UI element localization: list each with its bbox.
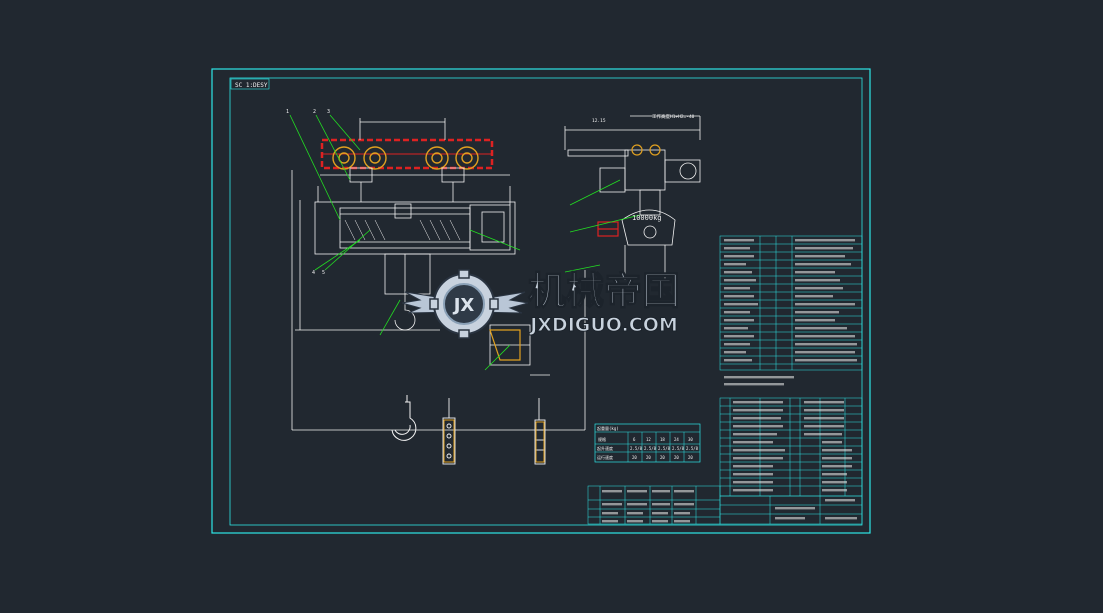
callout-5: 5 bbox=[322, 270, 325, 276]
spec-table bbox=[719, 235, 863, 371]
watermark-gear-icon: JX bbox=[429, 269, 499, 339]
load-row-0-c5: 2.5/8 bbox=[686, 446, 699, 451]
load-header-3: 18 bbox=[660, 437, 665, 442]
load-row-1-c3: 20 bbox=[660, 455, 665, 460]
scale-label-box bbox=[230, 78, 270, 90]
load-row-0-c3: 2.5/8 bbox=[658, 446, 671, 451]
parts-list bbox=[719, 397, 863, 497]
trolley-wheels bbox=[332, 146, 479, 170]
load-row-0-c1: 2.5/8 bbox=[630, 446, 643, 451]
load-table: 起重量(kg) 规格 6 12 18 24 30 起升速度 2.5/8 2.5/… bbox=[594, 423, 701, 463]
load-row-1-c5: 20 bbox=[688, 455, 693, 460]
dim-top-right: 工作高度H1+H2=-40 bbox=[652, 113, 695, 120]
load-row-1-c4: 20 bbox=[674, 455, 679, 460]
hook-detail bbox=[391, 395, 417, 441]
load-row-0-c4: 2.5/8 bbox=[672, 446, 685, 451]
load-header-0: 规格 bbox=[598, 436, 606, 442]
watermark-title-cn: 机械帝国 bbox=[528, 269, 680, 313]
hoist-side-view bbox=[489, 115, 701, 376]
watermark-badge: JX bbox=[452, 295, 475, 316]
load-header-5: 30 bbox=[688, 437, 693, 442]
hoist-front-view: 1 2 3 4 5 bbox=[286, 109, 586, 431]
title-block bbox=[719, 495, 863, 525]
hook-capacity-label: 10000kg bbox=[632, 214, 662, 222]
load-row-1-label: 运行速度 bbox=[597, 454, 613, 460]
load-row-0-c2: 2.5/8 bbox=[644, 446, 657, 451]
load-row-1-c2: 20 bbox=[646, 455, 651, 460]
outer-frame bbox=[211, 68, 871, 534]
load-header-1: 6 bbox=[633, 437, 636, 442]
load-header-2: 12 bbox=[646, 437, 651, 442]
side-rail-section bbox=[597, 221, 619, 237]
dim-top-small: 12.15 bbox=[592, 118, 606, 124]
parts-list-text bbox=[733, 401, 852, 492]
callout-1: 1 bbox=[286, 109, 289, 115]
load-header-4: 24 bbox=[674, 437, 679, 442]
watermark: JX 机械帝国 JXDIGUO.COM bbox=[401, 268, 681, 339]
callout-2: 2 bbox=[313, 109, 316, 115]
dimension-table bbox=[587, 485, 721, 525]
watermark-title-en: JXDIGUO.COM bbox=[528, 314, 678, 336]
callout-4: 4 bbox=[312, 270, 315, 276]
pendant-detail bbox=[442, 398, 546, 465]
load-table-title: 起重量(kg) bbox=[597, 425, 619, 431]
load-row-0-label: 起升速度 bbox=[597, 445, 613, 451]
spec-table-text bbox=[724, 239, 857, 386]
callout-3: 3 bbox=[327, 109, 330, 115]
scale-label: SC 1:DESY bbox=[235, 82, 268, 89]
load-row-1-c1: 20 bbox=[632, 455, 637, 460]
